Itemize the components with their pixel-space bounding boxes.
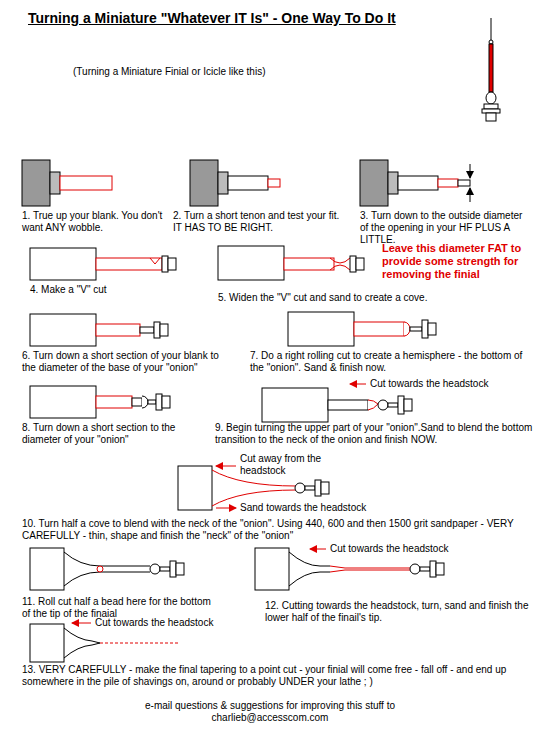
step-text: 9. Begin turning the upper part of your … — [215, 422, 535, 446]
cut-direction-note: Cut towards the headstock — [330, 543, 490, 555]
step-text: 2. Turn a short tenon and test your fit.… — [173, 210, 343, 234]
step-text: 4. Make a "V" cut — [30, 284, 210, 296]
step-text: 8. Turn down a short section to the diam… — [22, 422, 212, 446]
step-text: 11. Roll cut half a bead here for the bo… — [22, 596, 217, 620]
step-text: 5. Widen the "V" cut and sand to create … — [218, 292, 518, 304]
cut-direction-note: Cut towards the headstock — [95, 617, 255, 629]
cut-direction-note: Sand towards the headstock — [240, 502, 400, 514]
step-text: 3. Turn down to the outside diameter of … — [360, 210, 530, 246]
cut-direction-note: Cut away from the headstock — [240, 453, 350, 477]
step-text: 6. Turn down a short section of your bla… — [22, 350, 232, 374]
step-text: 10. Turn half a cove to blend with the n… — [22, 518, 527, 542]
step-text: 12. Cutting towards the headstock, turn,… — [265, 600, 530, 624]
page-title: Turning a Miniature "Whatever IT Is" - O… — [28, 10, 396, 27]
intro-note: (Turning a Miniature Finial or Icicle li… — [73, 66, 373, 78]
step-text: 1. True up your blank. You don't want AN… — [22, 210, 172, 234]
page-caption: e-mail questions & suggestions for impro… — [120, 700, 420, 724]
step-text: 7. Do a right rolling cut to create a he… — [250, 350, 535, 374]
cut-direction-note: Cut towards the headstock — [370, 378, 530, 390]
step-text: 13. VERY CAREFULLY - make the final tape… — [22, 664, 527, 688]
warning-note: Leave this diameter FAT to provide some … — [382, 242, 534, 281]
